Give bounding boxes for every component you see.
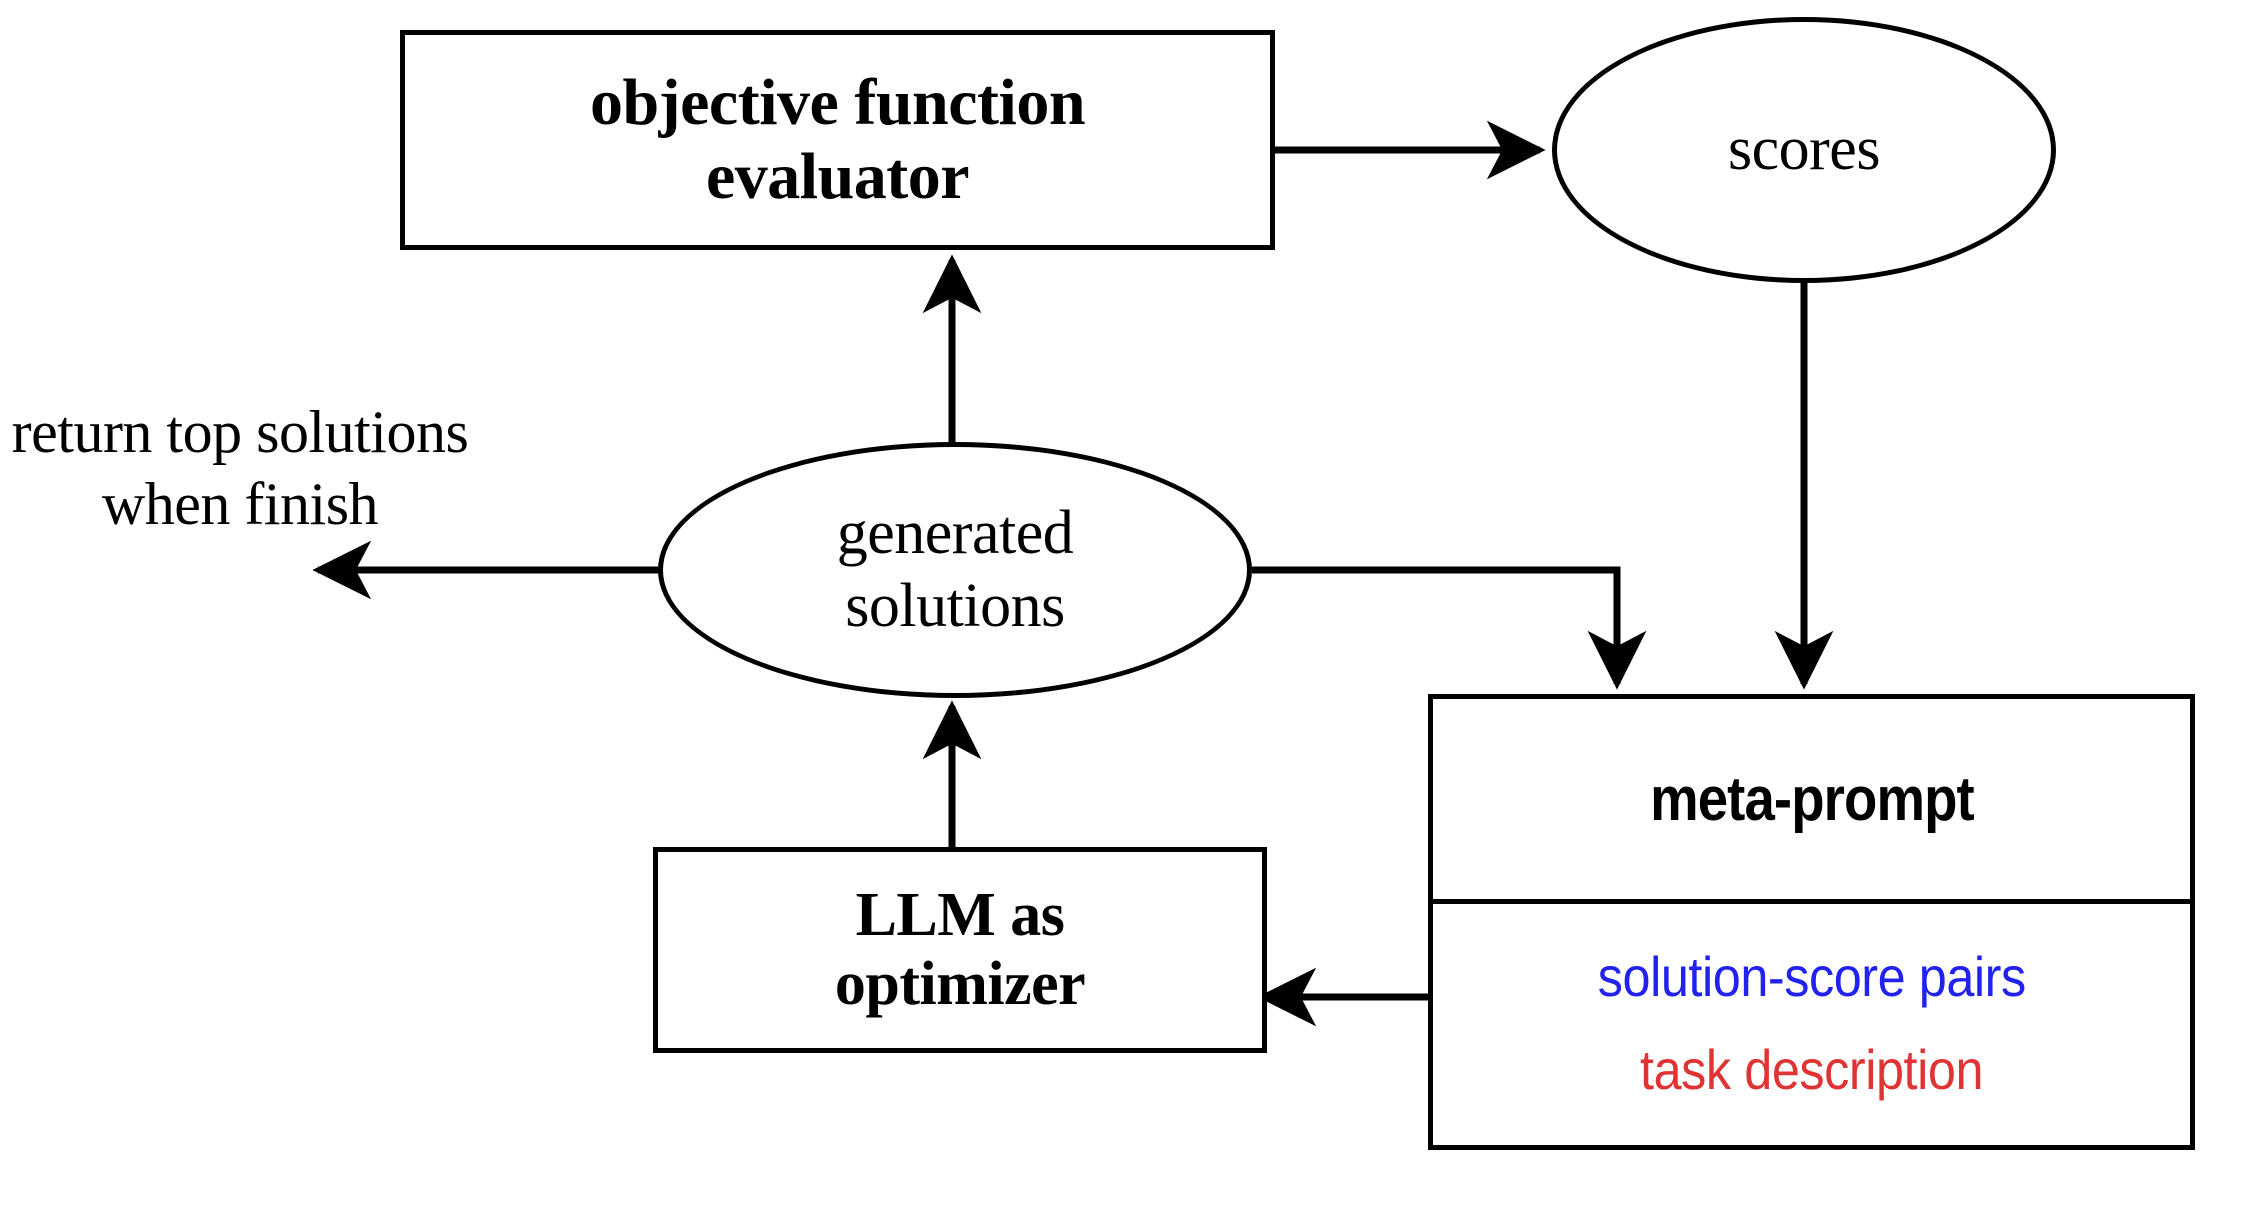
meta-prompt-header: meta-prompt	[1433, 699, 2190, 904]
scores-label: scores	[1728, 115, 1880, 184]
node-generated-solutions[interactable]: generated solutions	[658, 442, 1252, 698]
objective-evaluator-line-1: objective function	[589, 66, 1086, 140]
meta-prompt-body: solution-score pairs task description	[1433, 904, 2190, 1150]
edge-solutions-to-metaprompt	[1252, 566, 1647, 690]
generated-solutions-line-2: solutions	[845, 572, 1065, 640]
meta-prompt-item-task-description: task description	[1640, 1038, 1983, 1101]
llm-optimizer-line-2: optimizer	[834, 950, 1086, 1018]
meta-prompt-title: meta-prompt	[1649, 764, 1975, 834]
node-scores[interactable]: scores	[1552, 17, 2056, 283]
objective-evaluator-line-2: evaluator	[705, 140, 970, 213]
node-objective-function-evaluator[interactable]: objective function evaluator	[400, 30, 1275, 250]
generated-solutions-line-1: generated	[836, 498, 1074, 567]
node-meta-prompt[interactable]: meta-prompt solution-score pairs task de…	[1428, 694, 2195, 1150]
node-llm-as-optimizer[interactable]: LLM as optimizer	[653, 847, 1267, 1053]
return-top-solutions-caption: return top solutions when finish	[0, 396, 480, 537]
return-caption-line-2: when finish	[101, 471, 379, 537]
llm-optimizer-line-1: LLM as	[855, 880, 1065, 949]
meta-prompt-item-solution-score-pairs: solution-score pairs	[1597, 945, 2026, 1008]
return-caption-line-1: return top solutions	[11, 399, 469, 465]
